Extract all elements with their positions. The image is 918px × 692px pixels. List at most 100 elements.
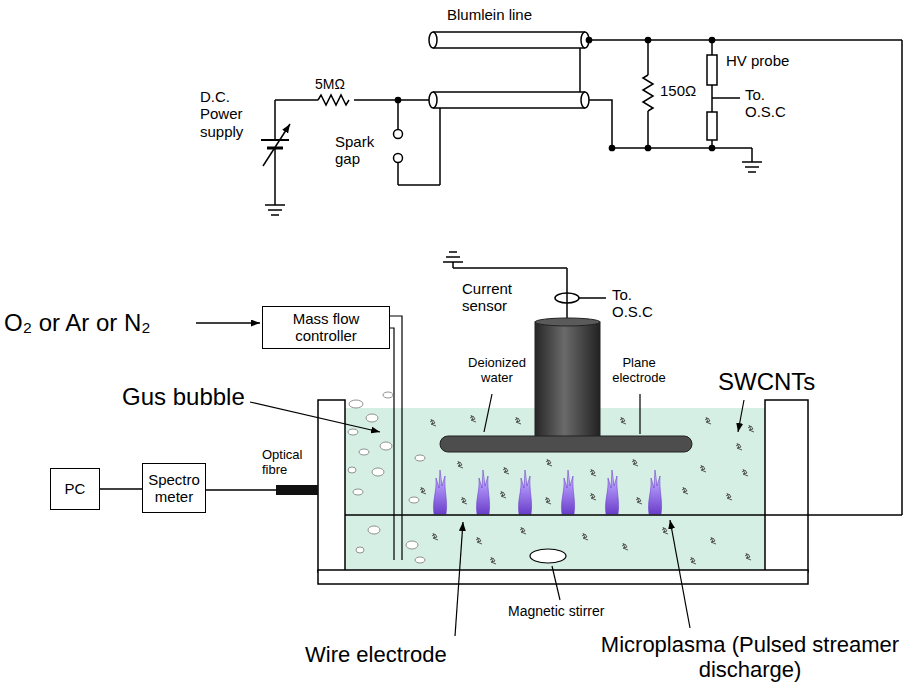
- wire: [566, 268, 568, 322]
- spark-gap-electrode: [394, 130, 403, 139]
- wire: [589, 100, 612, 148]
- annotation-label: To. O.S.C: [745, 86, 795, 121]
- nanotube-particle: [748, 425, 754, 432]
- annotation-label: Deionized water: [466, 356, 528, 386]
- wire: [274, 148, 276, 205]
- junction-dot: [709, 37, 714, 42]
- wire: [901, 40, 903, 515]
- nanotube-particle: [690, 557, 696, 564]
- spark-gap-electrode: [394, 154, 403, 163]
- nanotube-particle: [620, 417, 626, 424]
- bubble: [415, 455, 425, 461]
- annotation-label: Spark gap: [335, 133, 385, 168]
- gas-bubbles: [348, 392, 425, 563]
- process-box: Mass flow controller: [262, 306, 390, 349]
- wire: [354, 99, 429, 101]
- microplasma: [434, 470, 662, 514]
- streamer-discharge: [477, 470, 490, 514]
- wire: [397, 100, 399, 130]
- annotation-label: Plane electrode: [608, 356, 670, 386]
- wire: [398, 184, 440, 186]
- ground-symbol: [446, 256, 460, 258]
- cylinder-top: [535, 318, 600, 326]
- nanotube-particle: [705, 417, 711, 424]
- ground-lead: [443, 252, 606, 322]
- probe-resistor: [707, 112, 717, 140]
- bubble: [348, 429, 358, 435]
- bubble: [353, 489, 363, 495]
- nanotube-particle: [582, 533, 588, 540]
- nanotube-particle: [490, 557, 496, 564]
- wire: [579, 48, 581, 92]
- streamer-discharge: [649, 470, 662, 514]
- wire: [612, 147, 752, 149]
- box-text: PC: [65, 480, 86, 497]
- leader-line: [552, 566, 560, 600]
- nanotube-particle: [503, 467, 509, 474]
- tank-base: [318, 570, 808, 584]
- wire: [647, 40, 649, 75]
- leader-arrow: [738, 400, 744, 432]
- ground-symbol: [449, 251, 457, 253]
- bubble: [372, 468, 384, 476]
- nanotube-particle: [662, 527, 668, 534]
- leader-arrow: [670, 520, 690, 628]
- wire: [589, 39, 902, 41]
- annotation-label: SWCNTs: [718, 368, 815, 396]
- nanotube-particle: [545, 497, 551, 504]
- nanotube-particle: [432, 533, 438, 540]
- bubble: [366, 414, 378, 422]
- bubble: [415, 557, 425, 563]
- plane-electrode: [440, 436, 692, 452]
- leader-line: [639, 394, 640, 434]
- junction-dot: [609, 145, 614, 150]
- annotation-label: D.C. Power supply: [200, 88, 262, 140]
- bubble: [356, 547, 364, 553]
- nanotube-particle: [420, 487, 426, 494]
- variable-arrow: [263, 124, 290, 166]
- swcnt-particles: [420, 415, 754, 564]
- box-text: Spectro meter: [147, 471, 201, 506]
- nanotube-particle: [710, 537, 716, 544]
- wire: [397, 163, 399, 186]
- junction-dot: [586, 37, 591, 42]
- coax-line: [433, 47, 585, 49]
- process-box: PC: [50, 468, 100, 510]
- junction-dot: [645, 37, 650, 42]
- coax-line: [433, 31, 585, 33]
- nanotube-particle: [430, 419, 436, 426]
- probe-resistor: [707, 55, 717, 85]
- streamer-discharge: [562, 470, 575, 514]
- nanotube-particle: [682, 487, 688, 494]
- ground-symbol: [745, 166, 759, 168]
- annotation-label: Magnetic stirrer: [508, 603, 604, 619]
- nanotube-particle: [745, 553, 751, 560]
- nanotube-particle: [476, 537, 482, 544]
- bubble: [406, 541, 418, 549]
- cylinder-electrode: [535, 322, 600, 438]
- connector-line: [100, 488, 142, 490]
- optical-fibre-probe: [276, 485, 318, 495]
- leader-arrow: [455, 522, 463, 636]
- annotation-label: O₂ or Ar or N₂: [4, 309, 151, 337]
- nanotube-particle: [636, 497, 642, 504]
- gas-pipe: [390, 316, 402, 560]
- tank-wall: [318, 400, 345, 572]
- nanotube-particle: [726, 493, 732, 500]
- wire: [275, 99, 318, 101]
- coax-end: [429, 92, 437, 108]
- sensor-lead: [579, 297, 606, 299]
- leader-line: [484, 394, 492, 432]
- annotation-label: HV probe: [726, 52, 789, 69]
- bubble: [348, 467, 356, 473]
- process-box: Spectro meter: [142, 463, 206, 513]
- nanotube-particle: [632, 459, 638, 466]
- streamer-discharge: [519, 470, 532, 514]
- wire-electrode: [345, 514, 902, 516]
- ground-symbol: [748, 171, 756, 173]
- bubble: [349, 400, 363, 408]
- coax-line: [433, 107, 585, 109]
- bubble: [383, 392, 393, 398]
- annotation-label: Optical fibre: [262, 448, 314, 478]
